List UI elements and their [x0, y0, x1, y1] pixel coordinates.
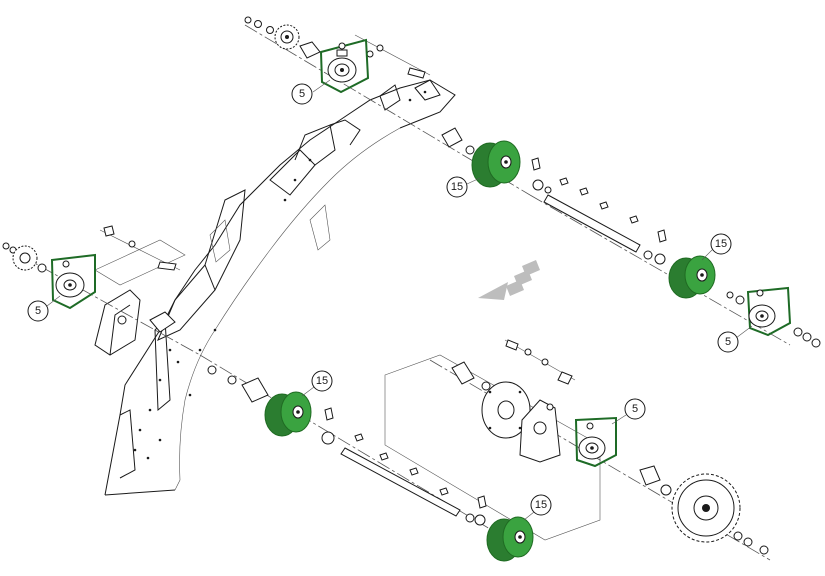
callout-label: 15: [715, 238, 727, 250]
callout-label: 15: [451, 181, 463, 193]
travel-direction-arrow: [478, 260, 540, 300]
left-sprocket: [12, 245, 38, 271]
idler-upper-left[interactable]: [471, 140, 521, 188]
bearing-left[interactable]: [50, 253, 96, 310]
upper-idler-shaft: [441, 127, 821, 348]
left-mounting-bracket: [94, 289, 176, 356]
callout-bearing-bottom: 5: [611, 398, 646, 425]
callout-bearing-right: 5: [717, 325, 753, 353]
bearing-right[interactable]: [746, 286, 792, 337]
top-sprocket: [274, 24, 300, 50]
bearing-bottom[interactable]: [574, 416, 617, 468]
callout-idler-lower-right: 15: [523, 494, 552, 521]
callout-label: 5: [299, 88, 305, 100]
callout-label: 15: [316, 375, 328, 387]
idler-lower-left[interactable]: [264, 391, 312, 437]
idler-upper-right[interactable]: [668, 255, 716, 299]
callout-label: 5: [725, 336, 731, 348]
machine-frame: [104, 79, 456, 496]
left-sprocket-assembly: [2, 225, 177, 273]
lower-idler-shaft: [207, 365, 487, 526]
callout-label: 5: [35, 305, 41, 317]
callout-label: 5: [632, 403, 638, 415]
callout-bearing-left: 5: [27, 295, 61, 322]
top-sprocket-assembly: [244, 16, 426, 79]
callout-label: 15: [535, 499, 547, 511]
callout-idler-lower-left: 15: [301, 370, 333, 397]
bottom-drive-sprocket: [671, 473, 741, 543]
bearing-top[interactable]: [319, 38, 370, 94]
callout-bearing-top: 5: [291, 79, 331, 105]
callout-idler-upper-left: 15: [446, 176, 481, 198]
idler-lower-right[interactable]: [486, 516, 534, 562]
bottom-drive-assembly: [451, 339, 769, 555]
callout-idler-upper-right: 15: [701, 233, 732, 261]
